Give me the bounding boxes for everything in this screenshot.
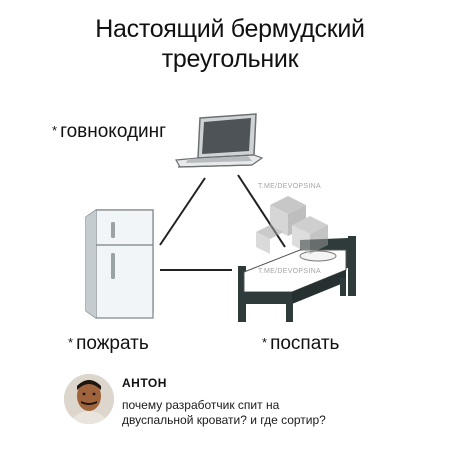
label-sleep: *поспать — [262, 333, 339, 355]
title-line-2: треугольник — [161, 45, 299, 73]
comment-line-1: почему разработчик спит на — [122, 398, 280, 412]
watermark-logo — [256, 196, 328, 254]
meme-title: Настоящий бермудский треугольник — [0, 14, 460, 74]
comment-author: АНТОН — [122, 376, 167, 390]
bed-icon — [238, 236, 356, 322]
title-line-1: Настоящий бермудский — [95, 15, 365, 43]
label-eat: *пожрать — [68, 333, 149, 355]
label-eat-text: пожрать — [76, 333, 149, 354]
asterisk: * — [52, 123, 58, 138]
label-sleep-text: поспать — [270, 333, 340, 354]
comment-line-2: двуспальной кровати? и где сортир? — [122, 413, 326, 427]
label-coding: *говнокодинг — [52, 121, 166, 143]
watermark-text: T.ME/DEVOPSINA — [258, 268, 321, 275]
comment-text: почему разработчик спит на двуспальной к… — [122, 398, 402, 428]
comment-block: АНТОН почему разработчик спит на двуспал… — [64, 374, 404, 434]
watermark-text: T.ME/DEVOPSINA — [258, 183, 321, 190]
label-coding-text: говнокодинг — [60, 121, 167, 142]
laptop-icon — [175, 113, 264, 168]
edge-laptop-fridge — [159, 177, 206, 246]
asterisk: * — [68, 335, 74, 350]
asterisk: * — [262, 335, 268, 350]
person-avatar-icon — [64, 374, 114, 424]
avatar — [64, 374, 114, 424]
fridge-icon — [85, 209, 154, 319]
